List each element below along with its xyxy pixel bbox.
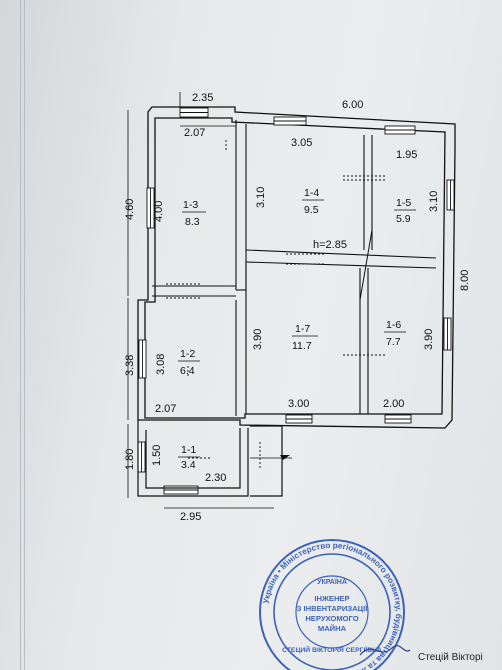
room-1-7-label: 1-7 11.7 — [292, 323, 318, 352]
svg-text:НЕРУХОМОГО: НЕРУХОМОГО — [305, 614, 358, 623]
dim-right-total-height: 8.00 — [459, 270, 471, 291]
signature-scribble — [359, 645, 411, 656]
dim-left-upper-height: 4.60 — [124, 199, 136, 220]
dim-room-1-7-bottom: 3.00 — [288, 398, 309, 410]
dim-room-1-6-bottom: 2.00 — [383, 398, 404, 410]
dim-left-middle-height: 3.38 — [124, 355, 136, 376]
door-swing-1-5 — [359, 229, 373, 301]
dim-room-1-4-height: 3.10 — [255, 187, 267, 208]
svg-text:5.9: 5.9 — [396, 213, 411, 225]
svg-text:МАЙНА: МАЙНА — [318, 624, 347, 633]
svg-text:1-1: 1-1 — [181, 444, 196, 456]
room-1-1-walls — [137, 420, 283, 497]
room-1-1-label: 1-1 3.4 — [178, 444, 200, 471]
room-1-2-label: 1-2 6.4 — [178, 348, 200, 377]
svg-text:6.4: 6.4 — [180, 365, 195, 377]
door-marks — [166, 140, 385, 468]
room-1-4-label: 1-4 9.5 — [302, 187, 324, 216]
page-margin-line — [24, 0, 25, 670]
svg-text:1-5: 1-5 — [396, 197, 411, 209]
dim-room-1-2-height: 3.08 — [155, 354, 167, 375]
svg-text:1-2: 1-2 — [180, 348, 195, 360]
svg-text:1-7: 1-7 — [295, 323, 310, 335]
dim-room-1-4-top: 3.05 — [291, 137, 312, 149]
dim-room-1-1-height: 1.50 — [151, 445, 163, 466]
dim-room-1-2-bottom: 2.07 — [155, 403, 176, 415]
svg-text:11.7: 11.7 — [292, 340, 312, 352]
svg-text:СТЕЦИЙ ВІКТОРІЯ СЕРГІЇВНА: СТЕЦИЙ ВІКТОРІЯ СЕРГІЇВНА — [282, 645, 382, 654]
svg-text:1-4: 1-4 — [304, 187, 319, 199]
room-1-6-label: 1-6 7.7 — [384, 319, 406, 348]
dim-top-left-width: 2.35 — [192, 92, 213, 104]
stamp-seal: Україна • Міністерство регіонального роз… — [259, 539, 411, 670]
svg-text:7.7: 7.7 — [386, 336, 401, 348]
svg-text:9.5: 9.5 — [304, 204, 319, 216]
dim-room-1-1-width: 2.30 — [205, 472, 226, 484]
interior-walls — [152, 120, 437, 416]
dim-top-total-width: 6.00 — [342, 99, 363, 111]
signer-name: Стецій Вікторі — [418, 652, 483, 663]
svg-text:УКРАЇНА: УКРАЇНА — [317, 578, 347, 586]
svg-text:8.3: 8.3 — [185, 216, 200, 228]
dim-left-lower-height: 1.80 — [124, 449, 136, 470]
dim-room-1-3-top: 2.07 — [184, 127, 205, 139]
svg-text:З ІНВЕНТАРИЗАЦІЇ: З ІНВЕНТАРИЗАЦІЇ — [297, 604, 369, 613]
page-margin-line — [20, 0, 21, 670]
svg-text:3.4: 3.4 — [181, 459, 196, 471]
dim-room-1-6-height: 3.90 — [423, 329, 435, 350]
ceiling-height-label: h=2.85 — [313, 239, 347, 251]
outer-walls — [137, 106, 456, 429]
dim-room-1-5-top: 1.95 — [396, 149, 417, 161]
windows — [137, 107, 455, 495]
room-1-5-label: 1-5 5.9 — [394, 197, 416, 225]
dimension-lines — [127, 92, 274, 509]
dim-bottom-width: 2.95 — [180, 511, 201, 523]
svg-text:ІНЖЕНЕР: ІНЖЕНЕР — [314, 594, 349, 603]
svg-text:1-3: 1-3 — [183, 199, 198, 211]
dim-room-1-7-height: 3.90 — [252, 329, 264, 350]
entrance-arrow-icon — [280, 455, 290, 460]
dim-room-1-3-height: 4.00 — [153, 201, 165, 222]
room-1-3-label: 1-3 8.3 — [182, 199, 206, 228]
svg-text:1-6: 1-6 — [386, 319, 401, 331]
dim-room-1-5-height: 3.10 — [428, 191, 440, 212]
